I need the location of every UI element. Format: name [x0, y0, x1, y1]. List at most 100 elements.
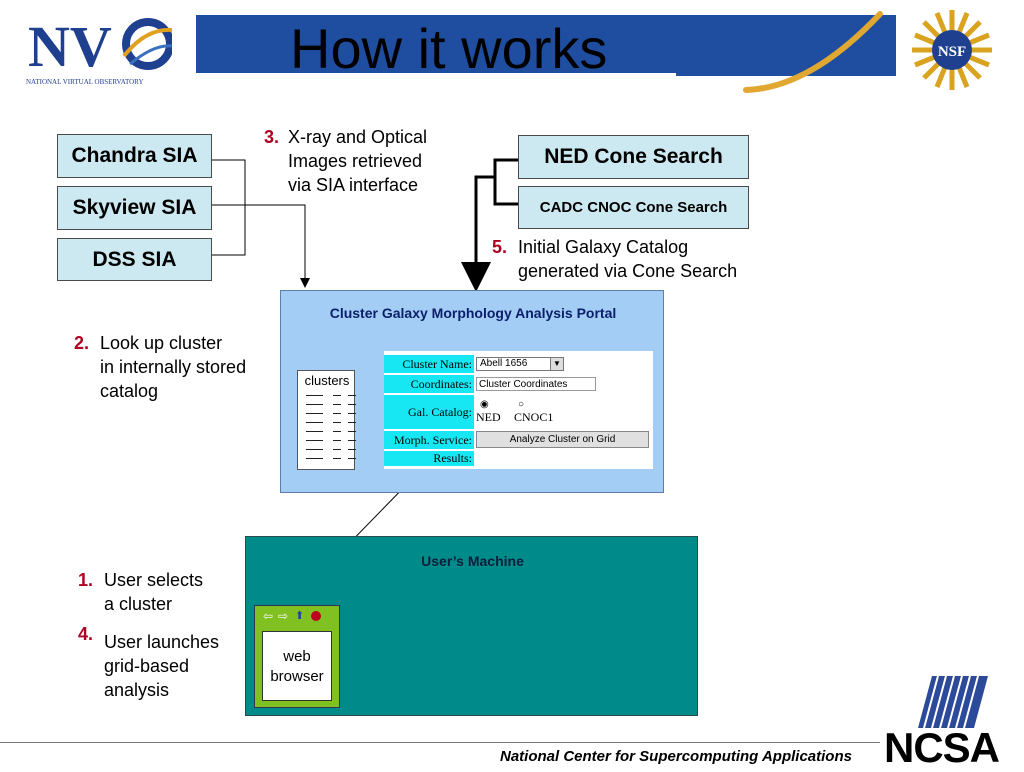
catalog-entry-dash	[306, 404, 323, 405]
catalog-entry-dash	[306, 440, 323, 441]
catalog-entry-dash	[348, 422, 356, 423]
nvo-logo-graphic: NV	[28, 14, 174, 79]
back-arrow-icon[interactable]: ⇦	[263, 609, 274, 623]
cluster-name-row: Cluster Name: Abell 1656 ▼	[384, 355, 653, 373]
results-label: Results:	[384, 451, 474, 466]
nsf-logo: NSF	[910, 8, 994, 92]
catalog-entry-dash	[306, 458, 323, 459]
catalog-option-cnoc: CNOC1	[514, 410, 554, 424]
coordinates-input[interactable]	[476, 377, 596, 391]
catalog-radio-cnoc[interactable]: ○ CNOC1	[514, 399, 554, 423]
cluster-name-label: Cluster Name:	[384, 355, 474, 373]
clusters-catalog: clusters	[297, 370, 356, 470]
nvo-logo: NV NATIONAL VIRTUAL OBSERVATORY	[26, 8, 174, 90]
gal-catalog-row: Gal. Catalog: ◉ NED ○ CNOC1	[384, 395, 653, 429]
cluster-form: Cluster Name: Abell 1656 ▼ Coordinates: …	[384, 351, 653, 469]
browser-content: web browser	[262, 631, 332, 701]
catalog-entry-dash	[348, 395, 356, 396]
coordinates-row: Coordinates:	[384, 375, 653, 393]
morph-service-label: Morph. Service:	[384, 431, 474, 449]
page-title: How it works	[290, 17, 608, 80]
home-icon[interactable]: ⬆	[295, 610, 305, 622]
footer-text: National Center for Supercomputing Appli…	[500, 748, 852, 765]
ncsa-logo-stripes	[918, 676, 988, 728]
clusters-label: clusters	[304, 373, 350, 388]
radio-selected-icon[interactable]: ◉	[480, 399, 489, 410]
cluster-name-select[interactable]: Abell 1656 ▼	[476, 357, 564, 371]
cluster-name-value: Abell 1656	[480, 358, 528, 369]
nsf-seal-graphic: NSF	[912, 10, 992, 90]
catalog-entry-dash	[333, 422, 341, 423]
catalog-entry-dash	[333, 440, 341, 441]
step-2: 2. Look up cluster in internally stored …	[74, 331, 246, 403]
web-browser-window[interactable]: ⇦ ⇨ ⬆ web browser	[254, 605, 340, 708]
catalog-entry-dash	[348, 440, 356, 441]
chandra-sia-box: Chandra SIA	[57, 134, 212, 178]
step-5-line: Initial Galaxy Catalog	[518, 237, 689, 257]
step-2-line: Look up cluster	[100, 333, 223, 353]
catalog-entry-dash	[333, 395, 341, 396]
catalog-entry-dash	[348, 458, 356, 459]
step-4-number: 4.	[78, 624, 94, 644]
step-4-line: User launches	[104, 632, 220, 652]
step-3-line: Images retrieved	[288, 151, 423, 171]
browser-label-line: browser	[270, 668, 324, 685]
ned-cone-search-box: NED Cone Search	[518, 135, 749, 179]
cone-to-portal-arrow	[461, 175, 495, 292]
gal-catalog-label: Gal. Catalog:	[384, 395, 474, 429]
ned-connector	[493, 158, 518, 206]
catalog-radio-ned[interactable]: ◉ NED	[476, 399, 506, 423]
chevron-down-icon[interactable]: ▼	[550, 358, 563, 370]
portal-title: Cluster Galaxy Morphology Analysis Porta…	[329, 305, 617, 321]
machine-title: User’s Machine	[421, 553, 524, 569]
analyze-cluster-button[interactable]: Analyze Cluster on Grid	[476, 431, 649, 448]
title-bar	[196, 15, 896, 76]
gold-swoosh	[743, 11, 883, 93]
morph-service-row: Morph. Service: Analyze Cluster on Grid	[384, 431, 653, 449]
catalog-entry-dash	[306, 395, 323, 396]
forward-arrow-icon[interactable]: ⇨	[278, 609, 289, 623]
analysis-portal: Cluster Galaxy Morphology Analysis Porta…	[280, 290, 664, 493]
users-machine: User’s Machine ⇦ ⇨ ⬆ web browser	[245, 536, 698, 716]
browser-label-line: web	[283, 648, 311, 665]
skyview-sia-box: Skyview SIA	[57, 186, 212, 230]
nsf-logo-text: NSF	[938, 44, 966, 60]
catalog-entry-dash	[333, 431, 341, 432]
catalog-entry-dash	[306, 422, 323, 423]
catalog-entry-dash	[333, 404, 341, 405]
step-1: 1. User selects a cluster	[78, 568, 203, 616]
catalog-entry-dash	[333, 458, 341, 459]
catalog-entry-dash	[306, 413, 323, 414]
step-1-line: a cluster	[104, 594, 173, 614]
step-2-line: catalog	[100, 381, 159, 401]
coordinates-label: Coordinates:	[384, 375, 474, 393]
step-3: 3. X-ray and Optical Images retrieved vi…	[264, 125, 427, 197]
chandra-connector	[212, 159, 246, 256]
catalog-entry-dash	[306, 431, 323, 432]
step-4: 4. User launches grid-based analysis	[78, 624, 220, 702]
catalog-entry-dash	[348, 431, 356, 432]
dss-sia-box: DSS SIA	[57, 238, 212, 281]
step-3-line: via SIA interface	[288, 175, 419, 195]
step-5-line: generated via Cone Search	[518, 261, 738, 281]
catalog-entry-dash	[348, 413, 356, 414]
step-1-number: 1.	[78, 570, 94, 590]
stop-icon[interactable]	[311, 611, 321, 621]
catalog-entry-dash	[348, 404, 356, 405]
step-2-number: 2.	[74, 333, 90, 353]
results-row: Results:	[384, 451, 653, 466]
nvo-logo-caption: NATIONAL VIRTUAL OBSERVATORY	[26, 78, 144, 86]
step-4-line: analysis	[104, 680, 170, 700]
catalog-entry-dash	[333, 413, 341, 414]
radio-unselected-icon[interactable]: ○	[518, 399, 525, 410]
skyview-to-portal-arrow	[212, 204, 310, 288]
catalog-entry-dash	[333, 449, 341, 450]
title-bar-underline	[196, 73, 676, 76]
ncsa-logo-text: NCSA	[884, 724, 1000, 771]
catalog-entry-dash	[348, 449, 356, 450]
step-3-line: X-ray and Optical	[288, 127, 428, 147]
footer-divider	[0, 742, 880, 743]
step-5: 5. Initial Galaxy Catalog generated via …	[492, 235, 737, 283]
nvo-logo-letters: NV	[28, 14, 112, 79]
step-5-number: 5.	[492, 237, 508, 257]
